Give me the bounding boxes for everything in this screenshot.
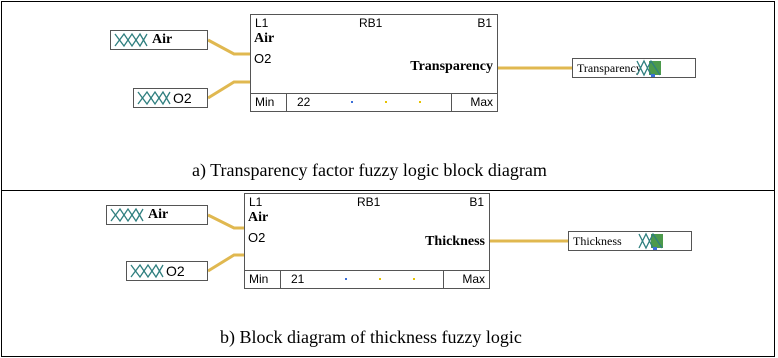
block-input-o2: O2 bbox=[254, 51, 272, 66]
block-layer-label: L1 bbox=[249, 195, 263, 209]
output-label: Thickness bbox=[573, 233, 622, 248]
rule-block[interactable]: L1 RB1 B1 Air O2 Thickness Min 21 Max bbox=[244, 193, 490, 289]
dot-indicator bbox=[345, 278, 347, 280]
footer-max: Max bbox=[462, 272, 485, 286]
input-o2-terminal[interactable]: O2 bbox=[133, 88, 208, 108]
block-footer: Min 21 Max bbox=[245, 270, 489, 288]
dot-indicator bbox=[419, 101, 421, 103]
panel-thickness: Air O2 L1 RB1 B1 Air O2 Thickness Min 21… bbox=[1, 190, 775, 357]
wire-o2-to-block bbox=[207, 80, 250, 100]
rule-block[interactable]: L1 RB1 B1 Air O2 Transparency Min 22 Max bbox=[250, 14, 498, 112]
block-output-label: Thickness bbox=[425, 234, 485, 249]
input-o2-label: O2 bbox=[173, 90, 192, 106]
footer-value: 21 bbox=[291, 272, 305, 286]
output-label: Transparency bbox=[577, 60, 642, 75]
dot-indicator bbox=[351, 101, 353, 103]
block-rulebase-label: RB1 bbox=[357, 195, 381, 209]
output-terminal[interactable]: Thickness bbox=[568, 231, 692, 251]
output-membership-icon bbox=[636, 59, 661, 77]
wire-air-to-block bbox=[207, 213, 244, 230]
input-air-terminal[interactable]: Air bbox=[110, 30, 208, 50]
dot-indicator bbox=[379, 278, 381, 280]
block-id-label: B1 bbox=[477, 16, 492, 30]
dot-indicator bbox=[385, 101, 387, 103]
input-o2-terminal[interactable]: O2 bbox=[126, 261, 208, 281]
footer-min: Min bbox=[255, 95, 275, 109]
membership-function-icon bbox=[137, 90, 171, 106]
block-id-label: B1 bbox=[469, 195, 484, 209]
block-header: L1 RB1 B1 bbox=[245, 194, 489, 210]
connection-wires bbox=[207, 38, 572, 100]
block-footer: Min 22 Max bbox=[251, 93, 497, 111]
block-input-air: Air bbox=[254, 31, 275, 46]
block-layer-label: L1 bbox=[255, 16, 269, 30]
input-o2-label: O2 bbox=[166, 263, 185, 279]
membership-function-icon bbox=[114, 32, 148, 48]
footer-value: 22 bbox=[297, 95, 311, 109]
wire-air-to-block bbox=[207, 38, 250, 56]
dot-indicator bbox=[413, 278, 415, 280]
block-rulebase-label: RB1 bbox=[359, 16, 383, 30]
wire-o2-to-block bbox=[207, 253, 244, 273]
panel-transparency: Air O2 L1 RB1 B1 Air O2 Transparency Min… bbox=[1, 1, 775, 191]
block-header: L1 RB1 B1 bbox=[251, 15, 497, 31]
input-air-label: Air bbox=[152, 32, 173, 47]
caption-b: b) Block diagram of thickness fuzzy logi… bbox=[220, 327, 522, 347]
block-input-o2: O2 bbox=[248, 230, 266, 245]
membership-function-icon bbox=[130, 263, 164, 279]
membership-function-icon bbox=[110, 207, 144, 223]
input-air-label: Air bbox=[148, 207, 169, 222]
footer-max: Max bbox=[470, 95, 493, 109]
output-terminal[interactable]: Transparency bbox=[572, 58, 696, 78]
caption-a: a) Transparency factor fuzzy logic block… bbox=[192, 160, 547, 180]
output-membership-icon bbox=[638, 232, 663, 250]
footer-min: Min bbox=[249, 272, 269, 286]
block-input-air: Air bbox=[248, 210, 269, 225]
input-air-terminal[interactable]: Air bbox=[106, 205, 208, 225]
connection-wires bbox=[207, 213, 568, 273]
block-output-label: Transparency bbox=[410, 59, 493, 74]
